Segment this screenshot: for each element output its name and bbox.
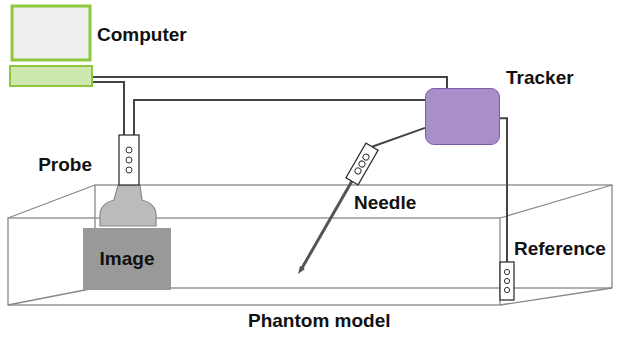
node-label: Phantom model (248, 310, 391, 333)
cable-connector (93, 77, 447, 88)
cable-connector (500, 118, 507, 262)
probe-node: Probe (98, 118, 158, 226)
node-label: Image (100, 248, 155, 271)
cable-connector (372, 128, 425, 147)
node-label: Probe (38, 154, 92, 177)
probe-icon (100, 118, 156, 226)
cable-connector (93, 82, 124, 118)
image-box: Image (83, 228, 171, 290)
reference-sensor (500, 262, 514, 300)
phantom-outline (8, 185, 612, 305)
cable-connector (134, 100, 425, 118)
tracker-box: Tracker (425, 88, 500, 145)
computer-icon (10, 6, 92, 86)
computer-node: Computer (9, 4, 93, 87)
node-label: Computer (97, 24, 187, 47)
reference-node: Reference (500, 262, 514, 300)
node-label: Tracker (506, 67, 574, 90)
node-label: Needle (354, 192, 416, 215)
node-label: Reference (514, 238, 606, 261)
needle-node: Needle (295, 140, 385, 275)
